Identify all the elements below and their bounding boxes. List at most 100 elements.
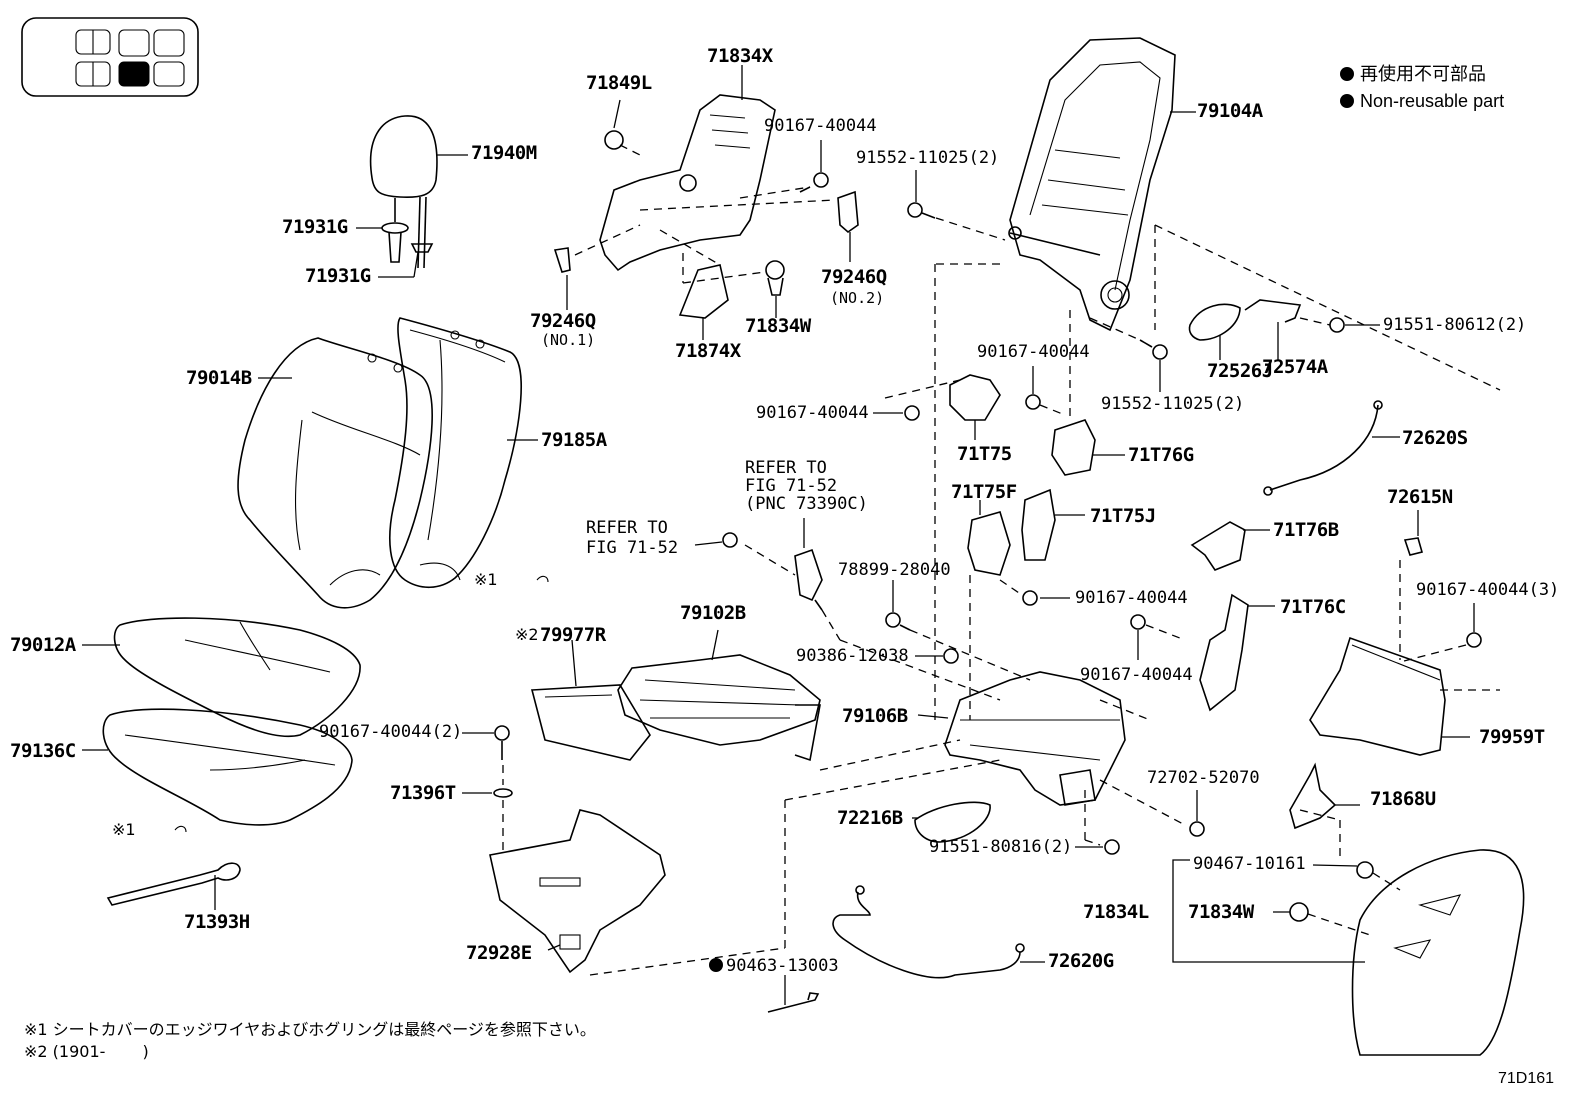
bracket-no2-drawing: [639, 190, 859, 262]
label-79959t[interactable]: 79959T: [1479, 726, 1545, 748]
label-71834w-b[interactable]: 71834W: [1188, 901, 1254, 923]
seat-cushion-pad-drawing: [82, 708, 353, 833]
label-91552-11025-b[interactable]: 91552-11025(2): [1101, 394, 1245, 414]
legend-en: Non-reusable part: [1340, 92, 1504, 110]
label-79106b[interactable]: 79106B: [842, 705, 908, 727]
label-71931g-b[interactable]: 71931G: [305, 265, 371, 287]
bullet-icon: [1340, 67, 1354, 81]
clip-upper-drawing: [682, 253, 785, 318]
label-no1: (NO.1): [541, 331, 596, 349]
seat-position-indicator-icon: [21, 17, 199, 97]
label-91551-80816[interactable]: 91551-80816(2): [929, 837, 1073, 857]
seat-adjuster-drawing: [917, 671, 1186, 846]
label-71t75j[interactable]: 71T75J: [1090, 505, 1156, 527]
label-90167-40044-3[interactable]: 90167-40044(3): [1416, 580, 1560, 600]
label-79102b[interactable]: 79102B: [680, 602, 746, 624]
label-79185a[interactable]: 79185A: [541, 429, 607, 451]
label-79104a[interactable]: 79104A: [1197, 100, 1263, 122]
refer-to-2a[interactable]: REFER TO: [586, 518, 668, 538]
buckle-drawing: [694, 518, 1001, 701]
side-shield-drawing: [1172, 849, 1525, 1056]
cover-71868u-drawing: [1289, 762, 1360, 860]
refer-to-1c[interactable]: (PNC 73390C): [745, 494, 868, 514]
label-90167-40044-b[interactable]: 90167-40044: [977, 342, 1090, 362]
label-90463-13003[interactable]: 90463-13003: [709, 958, 839, 975]
label-no2: (NO.2): [830, 289, 885, 307]
label-90167-40044-e[interactable]: 90167-40044: [1080, 665, 1193, 685]
cover-71t76b-drawing: [1190, 521, 1270, 571]
cover-71t76c-drawing: [1199, 593, 1275, 712]
seatback-frame-drawing: [934, 37, 1501, 720]
bullet-icon: [1340, 94, 1354, 108]
label-71t76c[interactable]: 71T76C: [1280, 596, 1346, 618]
label-72928e[interactable]: 72928E: [466, 942, 532, 964]
misc-leaders: [1099, 699, 1151, 721]
label-71834x[interactable]: 71834X: [707, 45, 773, 67]
label-90167-40044-d[interactable]: 90167-40044: [1075, 588, 1188, 608]
label-72526j[interactable]: 72526J: [1207, 360, 1273, 382]
cushion-frame-drawing: [530, 629, 961, 771]
label-71t76g[interactable]: 71T76G: [1128, 444, 1194, 466]
clip-72615n-drawing: [1399, 510, 1423, 660]
trim-cover-drawing: [659, 229, 729, 340]
bolt-f-drawing: [999, 579, 1070, 606]
label-71t76b[interactable]: 71T76B: [1273, 519, 1339, 541]
bolt-j-drawing: [462, 725, 513, 850]
seat-cushion-cover-drawing: [82, 617, 361, 738]
wrench-tool-drawing: [106, 862, 241, 910]
label-91551-80612[interactable]: 91551-80612(2): [1383, 315, 1527, 335]
label-71940m[interactable]: 71940M: [471, 142, 537, 164]
label-90467-10161[interactable]: 90467-10161: [1193, 854, 1306, 874]
label-71834l[interactable]: 71834L: [1083, 901, 1149, 923]
label-90167-40044-2[interactable]: 90167-40044(2): [319, 722, 463, 742]
label-71t75f[interactable]: 71T75F: [951, 481, 1017, 503]
cover-72216b-drawing: [912, 801, 991, 843]
label-72620s[interactable]: 72620S: [1402, 427, 1468, 449]
refer-to-2b[interactable]: FIG 71-52: [586, 538, 679, 558]
seatback-cover-drawing: [237, 317, 549, 609]
label-71834w-a[interactable]: 71834W: [745, 315, 811, 337]
label-71874x[interactable]: 71874X: [675, 340, 741, 362]
label-71t75[interactable]: 71T75: [957, 443, 1012, 465]
label-72216b[interactable]: 72216B: [837, 807, 903, 829]
non-reusable-mark-icon: [709, 958, 723, 972]
label-71393h[interactable]: 71393H: [184, 911, 250, 933]
label-91552-11025-a[interactable]: 91552-11025(2): [856, 148, 1000, 168]
label-72615n[interactable]: 72615N: [1387, 486, 1453, 508]
label-79246q-no1[interactable]: 79246Q: [530, 310, 596, 332]
label-72702-52070[interactable]: 72702-52070: [1147, 768, 1260, 788]
nut-drawing: [915, 648, 959, 664]
side-cover-79959t-drawing: [1309, 603, 1500, 756]
refer-to-1b[interactable]: FIG 71-52: [745, 476, 838, 496]
lever-cover-drawing: [1188, 299, 1380, 360]
label-78899-28040[interactable]: 78899-28040: [838, 560, 951, 580]
footnote-2: ※2 (1901- ): [24, 1042, 149, 1061]
label-71868u[interactable]: 71868U: [1370, 788, 1436, 810]
label-71849l[interactable]: 71849L: [586, 72, 652, 94]
mark-1-upper: ※1: [474, 570, 498, 589]
label-72620g[interactable]: 72620G: [1048, 950, 1114, 972]
label-90167-40044-a[interactable]: 90167-40044: [764, 116, 877, 136]
label-79977r[interactable]: 79977R: [540, 624, 606, 646]
label-79246q-no2[interactable]: 79246Q: [821, 266, 887, 288]
footnote-1: ※1 シートカバーのエッジワイヤおよびホグリングは最終ページを参照下さい。: [24, 1020, 596, 1039]
cover-72928e-drawing: [489, 759, 1001, 976]
side-panel-drawing: [599, 65, 776, 272]
label-72574a[interactable]: 72574A: [1262, 356, 1328, 378]
label-79136c[interactable]: 79136C: [10, 740, 76, 762]
mark-2: ※2: [515, 625, 539, 644]
headrest-guide-drawing: [356, 222, 434, 278]
label-90167-40044-c[interactable]: 90167-40044: [756, 403, 869, 423]
bracket-no1-drawing: [553, 224, 641, 310]
mark-1-lower: ※1: [112, 820, 136, 839]
label-90386-12038[interactable]: 90386-12038: [796, 646, 909, 666]
label-71931g-a[interactable]: 71931G: [282, 216, 348, 238]
cable-72620g-drawing: [832, 885, 1045, 979]
label-79012a[interactable]: 79012A: [10, 634, 76, 656]
label-79014b[interactable]: 79014B: [186, 367, 252, 389]
refer-to-1a[interactable]: REFER TO: [745, 458, 827, 478]
figure-code: 71D161: [1498, 1070, 1555, 1087]
bolt-g-drawing: [1130, 614, 1186, 660]
label-71396t[interactable]: 71396T: [390, 782, 456, 804]
